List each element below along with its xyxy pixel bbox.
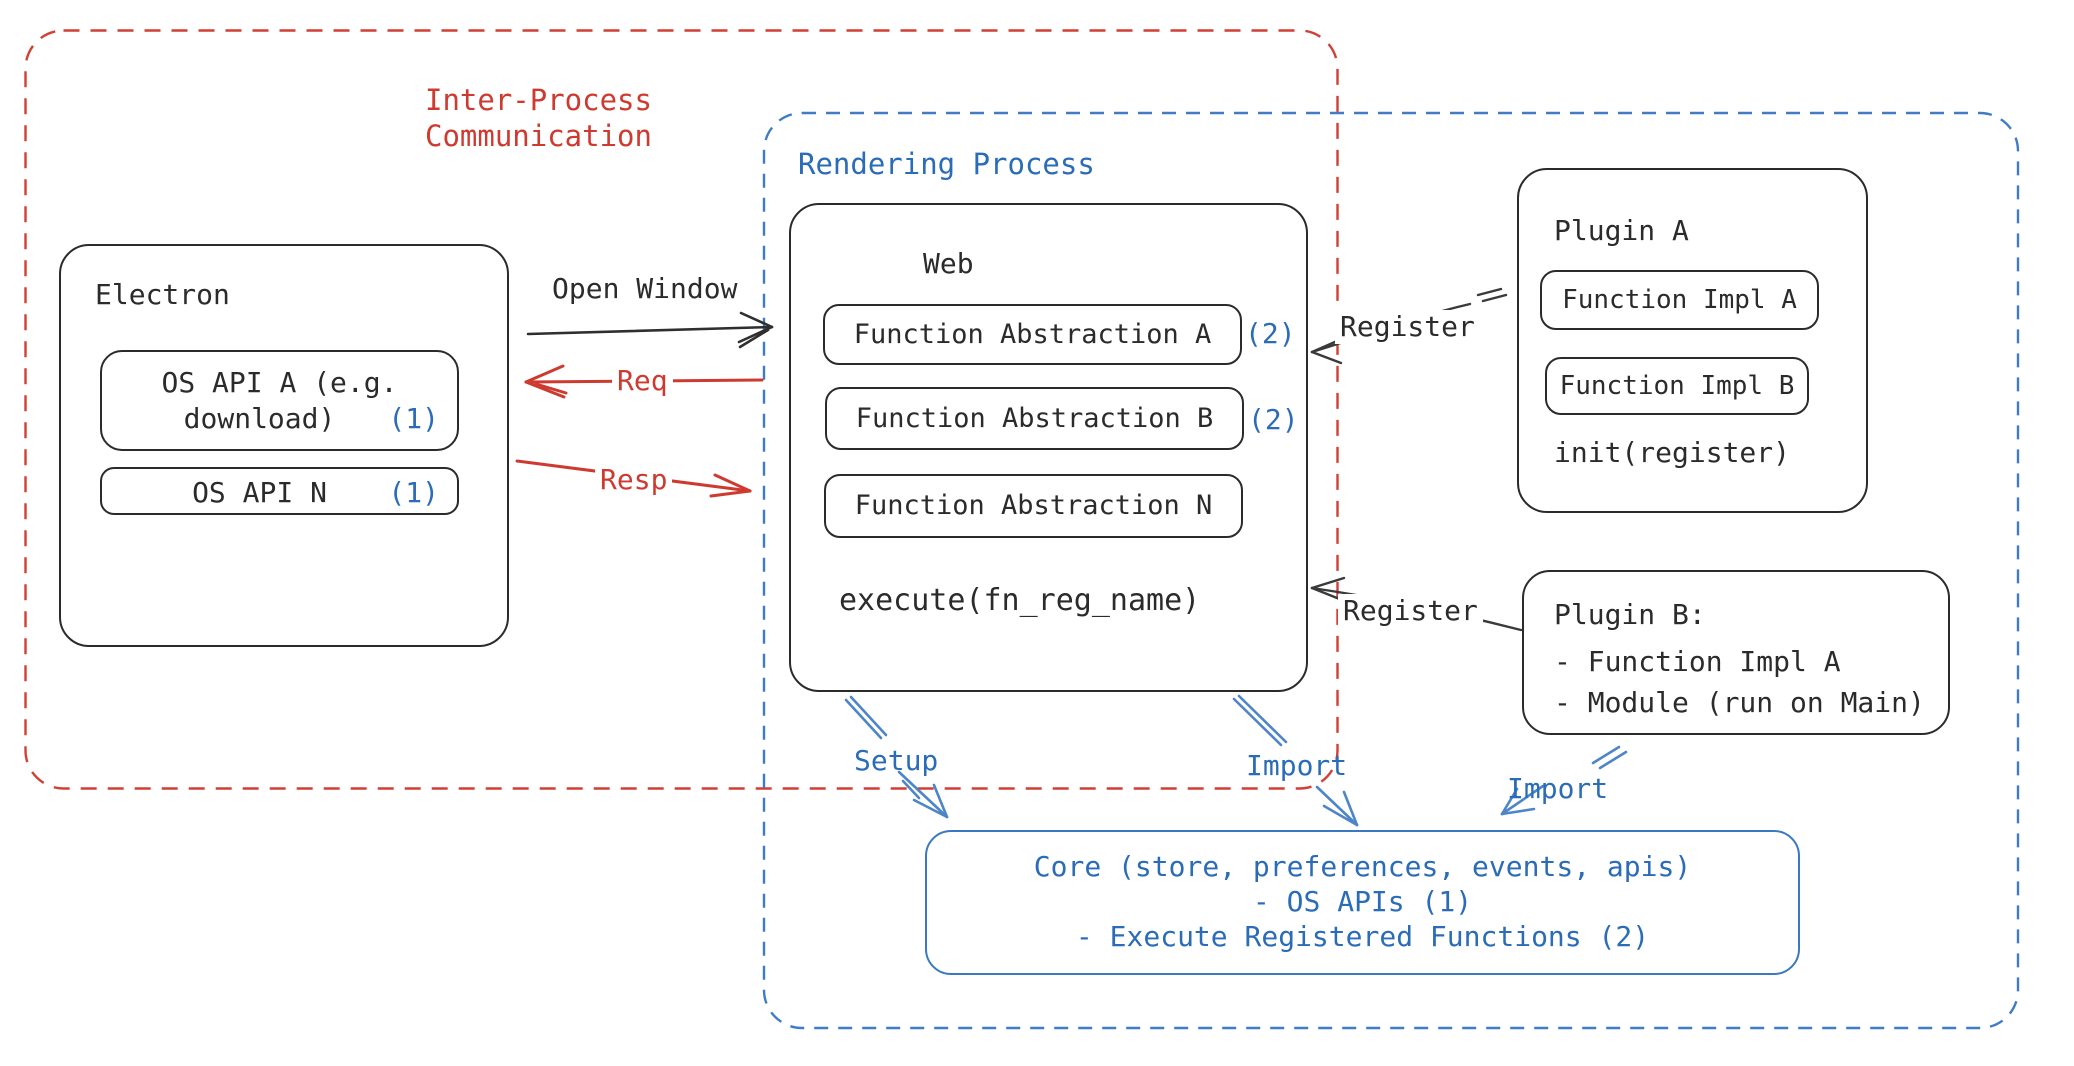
register-b-label: Register (1338, 594, 1483, 628)
os-api-n-badge: (1) (388, 476, 439, 509)
import-web-label: Import (1246, 749, 1348, 782)
rendering-boundary (762, 111, 2020, 1030)
ipc-region-label-line1: Inter-Process (425, 83, 652, 117)
open-window-arrow (526, 311, 774, 349)
function-abstraction-n-box: Function Abstraction N (824, 474, 1243, 538)
core-line-3: - Execute Registered Functions (2) (1075, 920, 1650, 953)
os-api-n-box: OS API N (1) (100, 467, 459, 515)
open-window-label: Open Window (552, 272, 738, 305)
function-abstraction-a-badge: (2) (1245, 317, 1296, 350)
web-box: Web Function Abstraction A (2) Function … (789, 203, 1308, 692)
register-a-label: Register (1335, 310, 1480, 344)
function-abstraction-a-label: Function Abstraction A (853, 319, 1212, 350)
plugin-a-box: Plugin A Function Impl A Function Impl B… (1517, 168, 1868, 513)
web-title: Web (923, 247, 974, 280)
electron-title: Electron (95, 278, 230, 311)
plugin-b-item-impl-a: - Function Impl A (1554, 645, 1841, 678)
function-abstraction-n-label: Function Abstraction N (854, 490, 1213, 521)
plugin-a-init-call: init(register) (1554, 436, 1791, 469)
os-api-n-label: OS API N (192, 476, 327, 509)
os-api-a-badge: (1) (388, 402, 439, 435)
os-api-a-label-line1: OS API A (e.g. (161, 366, 398, 399)
os-api-a-box: OS API A (e.g. download) (1) (100, 350, 459, 451)
ipc-boundary (24, 29, 1339, 790)
function-impl-a-label: Function Impl A (1562, 285, 1797, 315)
resp-label: Resp (595, 463, 673, 497)
plugin-b-item-module: - Module (run on Main) (1554, 686, 1925, 719)
core-box: Core (store, preferences, events, apis) … (925, 830, 1800, 975)
function-impl-b-box: Function Impl B (1545, 357, 1809, 415)
setup-arrow (844, 695, 949, 819)
ipc-region-label-line2: Communication (425, 119, 652, 153)
function-abstraction-b-box: Function Abstraction B (825, 387, 1244, 450)
function-abstraction-b-label: Function Abstraction B (855, 403, 1214, 434)
function-impl-b-label: Function Impl B (1559, 371, 1795, 401)
import-plugin-label: Import (1507, 772, 1609, 805)
plugin-a-title: Plugin A (1554, 214, 1689, 247)
web-execute-call: execute(fn_reg_name) (839, 583, 1201, 618)
function-impl-a-box: Function Impl A (1540, 270, 1819, 330)
function-abstraction-b-badge: (2) (1248, 403, 1299, 436)
rendering-region-label: Rendering Process (798, 147, 1095, 181)
electron-box: Electron OS API A (e.g. download) (1) OS… (59, 244, 509, 647)
import-plugin-arrow (1500, 745, 1628, 816)
import-web-arrow (1232, 694, 1359, 827)
setup-label: Setup (854, 744, 939, 777)
plugin-b-box: Plugin B: - Function Impl A - Module (ru… (1522, 570, 1950, 735)
core-line-2: - OS APIs (1) (1252, 885, 1473, 918)
ipc-region-label: Inter-Process Communication (425, 82, 652, 154)
os-api-a-label-line2: download) (183, 402, 336, 435)
function-abstraction-a-box: Function Abstraction A (823, 304, 1242, 365)
core-line-1: Core (store, preferences, events, apis) (1033, 850, 1692, 883)
plugin-b-title: Plugin B: (1554, 598, 1706, 631)
req-label: Req (612, 364, 673, 398)
